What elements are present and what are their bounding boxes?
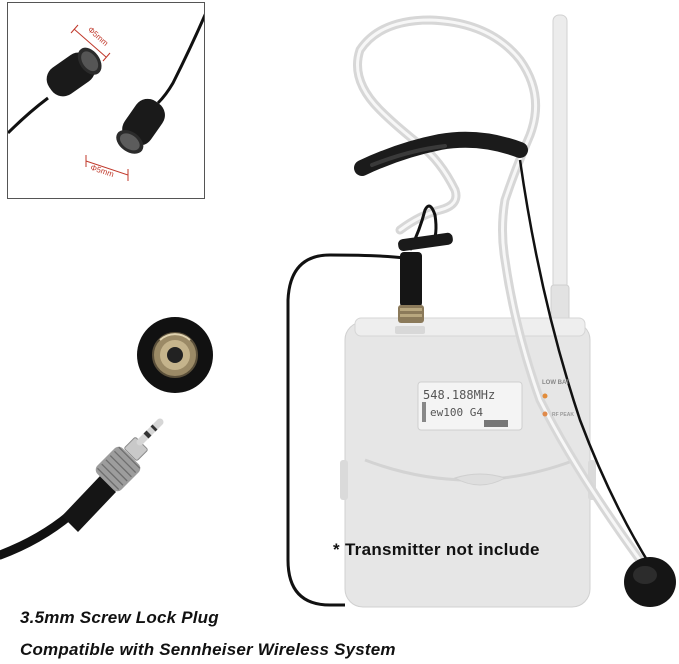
- plug-caption: 3.5mm Screw Lock Plug: [20, 608, 219, 627]
- mic-closeup-drawing: [8, 13, 204, 181]
- foam-windscreen: [624, 557, 676, 607]
- transmitter-screen: 548.188MHz ew100 G4: [422, 388, 508, 427]
- transmitter-body: [340, 317, 596, 608]
- screen-model: ew100 G4: [430, 406, 483, 419]
- transmitter-indicators: LOW BAT RF PEAK: [542, 380, 574, 418]
- transmitter-antenna: [550, 14, 570, 334]
- low-bat-label: LOW BAT: [542, 380, 570, 386]
- transmitter-note: * Transmitter not include: [333, 540, 540, 559]
- earhook-frame: [353, 15, 652, 566]
- headset-cable: [286, 204, 453, 607]
- rf-peak-label: RF PEAK: [552, 412, 574, 418]
- screen-frequency: 548.188MHz: [423, 388, 495, 402]
- screw-lock-plug: [0, 418, 164, 560]
- jack-socket-closeup: [137, 317, 213, 393]
- compatibility-caption: Compatible with Sennheiser Wireless Syst…: [20, 640, 396, 659]
- mic-closeup-inset: Φ5mm Φ5mm: [7, 2, 205, 199]
